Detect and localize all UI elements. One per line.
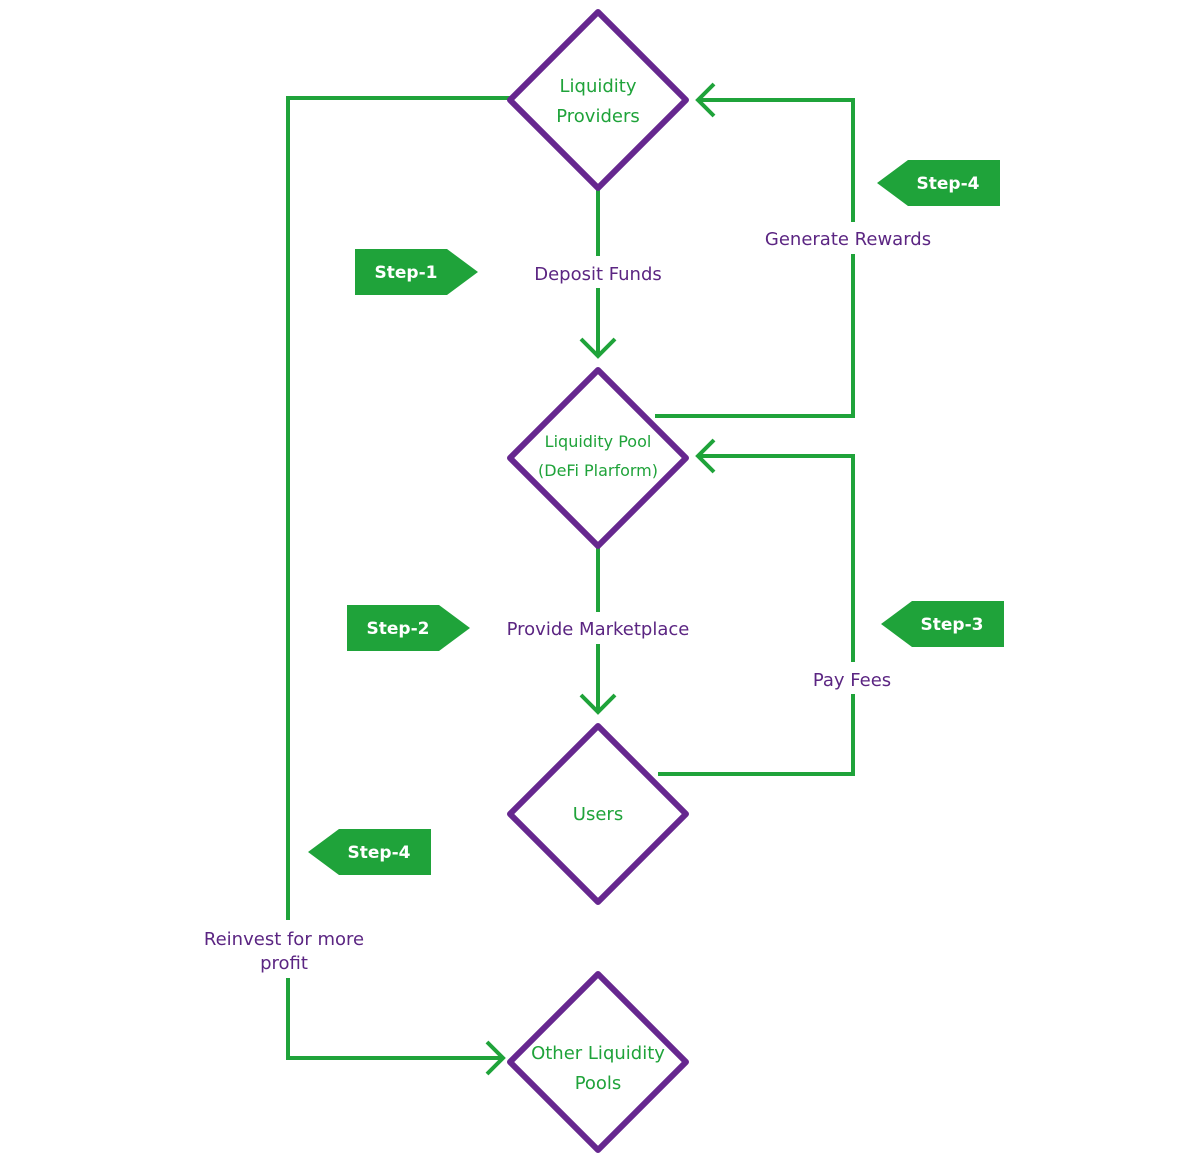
provide-marketplace-label: Provide Marketplace — [507, 619, 690, 640]
node-liquidity-providers: Liquidity Providers — [507, 9, 689, 191]
edge-labels: Deposit Funds Provide Marketplace Genera… — [196, 222, 938, 978]
other-liquidity-pools-label-line1: Other Liquidity — [531, 1043, 665, 1064]
reinvest-label-line1: Reinvest for more — [204, 929, 364, 950]
rewards-arrowhead — [695, 82, 716, 118]
node-users: Users — [507, 723, 689, 905]
liquidity-pool-label-line1: Liquidity Pool — [545, 432, 652, 451]
rewards-connector — [655, 98, 855, 418]
other-liquidity-pools-diamond — [507, 971, 689, 1153]
step-4-bottom-shape — [308, 829, 431, 875]
reinvest-label-line2: profit — [260, 953, 308, 974]
reinvest-arrowhead — [485, 1040, 506, 1076]
deposit-arrowhead — [579, 337, 617, 359]
step-4-top-shape — [877, 160, 1000, 206]
step-3-tag: Step-3 — [881, 601, 1004, 647]
liquidity-providers-label-line1: Liquidity — [559, 76, 636, 97]
step-4-bottom-label: Step-4 — [348, 843, 411, 863]
other-liquidity-pools-label-line2: Pools — [575, 1073, 622, 1094]
fees-arrowhead — [695, 438, 716, 474]
reinvest-connector — [286, 96, 510, 1060]
step-3-label: Step-3 — [921, 615, 984, 635]
step-2-shape — [347, 605, 470, 651]
liquidity-pool-diamond — [507, 367, 689, 549]
step-4-top-tag: Step-4 — [877, 160, 1000, 206]
step-2-label: Step-2 — [367, 619, 430, 639]
generate-rewards-label: Generate Rewards — [765, 229, 931, 250]
liquidity-pool-label-line2: (DeFi Plarform) — [538, 461, 658, 480]
fees-connector — [658, 454, 855, 776]
node-other-liquidity-pools: Other Liquidity Pools — [507, 971, 689, 1153]
users-diamond — [507, 723, 689, 905]
step-2-tag: Step-2 — [347, 605, 470, 651]
step-1-tag: Step-1 — [355, 249, 478, 295]
step-1-shape — [355, 249, 478, 295]
connectors — [286, 82, 855, 1076]
step-3-shape — [881, 601, 1004, 647]
pay-fees-label: Pay Fees — [813, 670, 891, 691]
marketplace-arrowhead — [579, 693, 617, 715]
liquidity-providers-diamond — [507, 9, 689, 191]
users-label: Users — [573, 804, 623, 825]
deposit-funds-label: Deposit Funds — [534, 264, 662, 285]
step-4-top-label: Step-4 — [917, 174, 980, 194]
step-1-label: Step-1 — [375, 263, 438, 283]
liquidity-providers-label-line2: Providers — [556, 106, 640, 127]
step-4-bottom-tag: Step-4 — [308, 829, 431, 875]
node-liquidity-pool: Liquidity Pool (DeFi Plarform) — [507, 367, 689, 549]
